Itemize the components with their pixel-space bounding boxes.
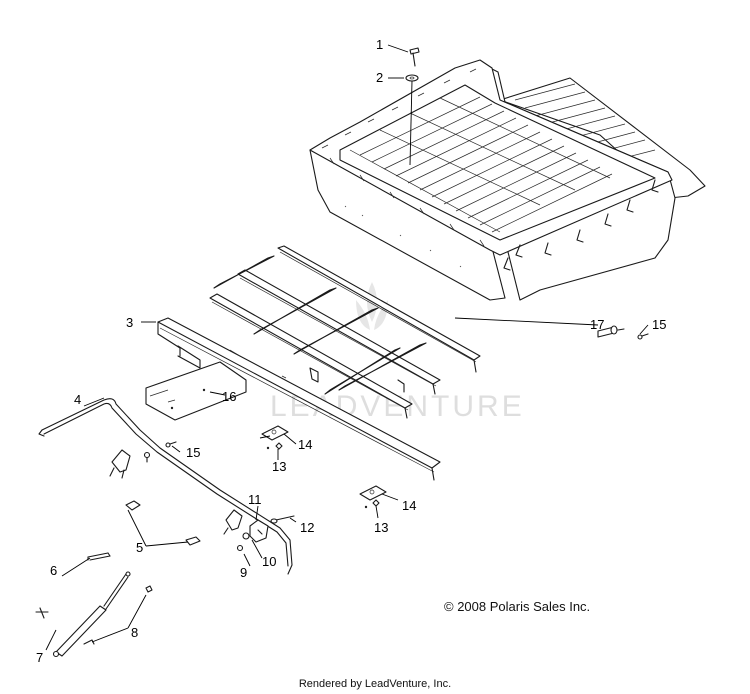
callout-14-upper: 14: [298, 437, 312, 452]
frame-assembly: [157, 245, 481, 481]
callout-12: 12: [300, 520, 314, 535]
callout-7: 7: [36, 650, 43, 665]
callout-16: 16: [222, 389, 236, 404]
callout-17: 17: [590, 317, 604, 332]
callout-2: 2: [376, 70, 383, 85]
callout-10: 10: [262, 554, 276, 569]
support-bar: [38, 398, 293, 575]
callout-8: 8: [131, 625, 138, 640]
callout-9: 9: [240, 565, 247, 580]
callout-11: 11: [248, 492, 262, 507]
copyright-notice: © 2008 Polaris Sales Inc.: [444, 599, 591, 614]
callout-1: 1: [376, 37, 383, 52]
callout-15-right: 15: [652, 317, 666, 332]
callout-13-upper: 13: [272, 459, 286, 474]
callout-13-lower: 13: [374, 520, 388, 535]
callout-15-left: 15: [186, 445, 200, 460]
leader-lines: [45, 44, 649, 651]
callout-4: 4: [74, 392, 81, 407]
rendered-by-credit: Rendered by LeadVenture, Inc.: [298, 678, 452, 690]
callout-3: 3: [126, 315, 133, 330]
callout-6: 6: [50, 563, 57, 578]
hardware: [35, 47, 649, 658]
callout-5: 5: [136, 540, 143, 555]
cargo-box: [309, 59, 706, 301]
callout-labels: 1 2 3 4 5 6 7 8 9 10 11 12 13 13 14 14 1…: [36, 37, 666, 665]
skid-plate: [145, 361, 247, 421]
callout-14-lower: 14: [402, 498, 416, 513]
